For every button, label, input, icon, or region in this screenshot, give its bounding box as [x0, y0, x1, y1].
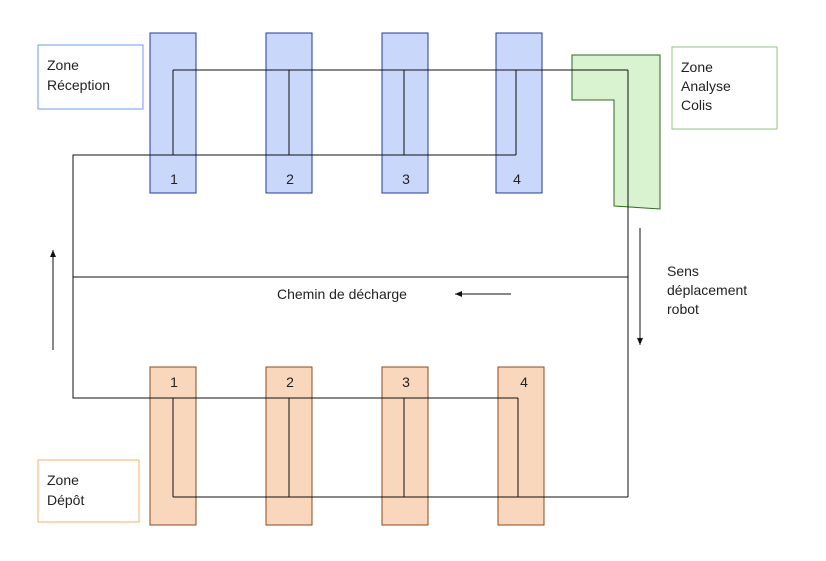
depot-rack-4 — [497, 366, 545, 526]
depot-rack-2-number: 2 — [286, 374, 294, 390]
reception-racks: 1 2 3 4 — [149, 32, 543, 194]
reception-rack-4-number: 4 — [513, 171, 521, 187]
analyse-zone-shape — [571, 54, 661, 210]
depot-rack-3-number: 3 — [402, 374, 410, 390]
zone-reception-box — [37, 44, 144, 110]
zone-analyse-label: Zone Analyse Colis — [681, 59, 735, 113]
reception-rack-3 — [381, 32, 429, 194]
zone-reception-label: Zone Réception — [47, 57, 110, 93]
depot-rack-4-number: 4 — [520, 374, 528, 390]
reception-rack-2-number: 2 — [286, 171, 294, 187]
robot-direction-label: Sens déplacement robot — [667, 263, 751, 317]
reception-rack-3-number: 3 — [402, 171, 410, 187]
depot-rack-1-number: 1 — [170, 374, 178, 390]
zone-analyse-box — [671, 46, 778, 130]
zone-depot-label: Zone Dépôt — [47, 472, 84, 508]
robot-path — [72, 69, 629, 498]
reception-rack-1-number: 1 — [170, 171, 178, 187]
depot-rack-3 — [381, 366, 429, 526]
depot-racks: 1 2 3 4 — [149, 366, 545, 526]
zone-depot-box — [37, 459, 140, 523]
reception-rack-4 — [495, 32, 543, 194]
unload-path-label: Chemin de décharge — [277, 286, 407, 302]
